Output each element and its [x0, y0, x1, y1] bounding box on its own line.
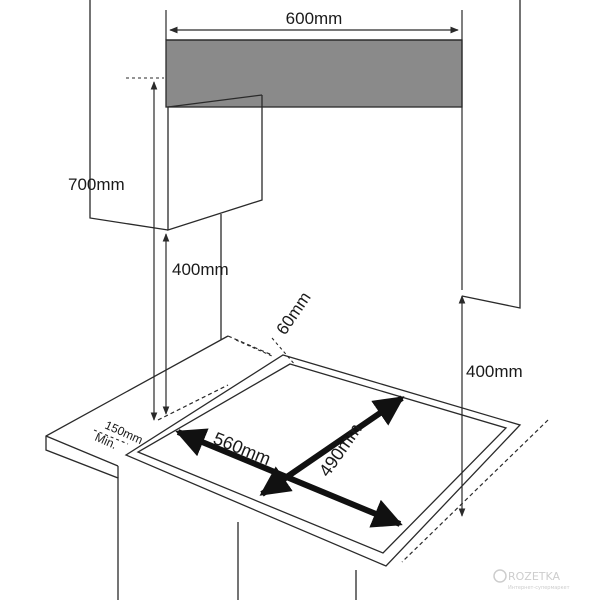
label-700mm: 700mm [68, 175, 125, 194]
dim-400mm-left: 400mm [162, 233, 229, 415]
left-wall-cabinet [89, 0, 263, 231]
right-wall-cabinet [461, 0, 521, 309]
hob-outer [124, 354, 522, 567]
range-hood [165, 39, 463, 108]
dim-400mm-right: 400mm [458, 40, 523, 517]
label-400mm-left: 400mm [172, 260, 229, 279]
clearance-outline [157, 335, 549, 563]
hob-cutout [136, 363, 508, 554]
rozetka-watermark: ROZETKA Интернет-супермаркет [493, 569, 570, 591]
dim-600mm: 600mm [165, 9, 463, 40]
rozetka-logo-icon [493, 569, 507, 583]
dim-490mm: 490mm [259, 395, 405, 497]
label-600mm: 600mm [286, 9, 343, 28]
watermark-tagline: Интернет-супермаркет [508, 585, 570, 591]
label-560mm: 560mm [211, 428, 274, 469]
dim-150mm-min: 150mm Min. [93, 418, 145, 452]
label-400mm-right: 400mm [466, 362, 523, 381]
dim-60mm: 60mm [235, 288, 315, 367]
countertop [45, 335, 357, 600]
dim-700mm: 700mm [68, 77, 164, 421]
label-60mm: 60mm [273, 288, 315, 338]
watermark-brand: ROZETKA [508, 570, 561, 583]
